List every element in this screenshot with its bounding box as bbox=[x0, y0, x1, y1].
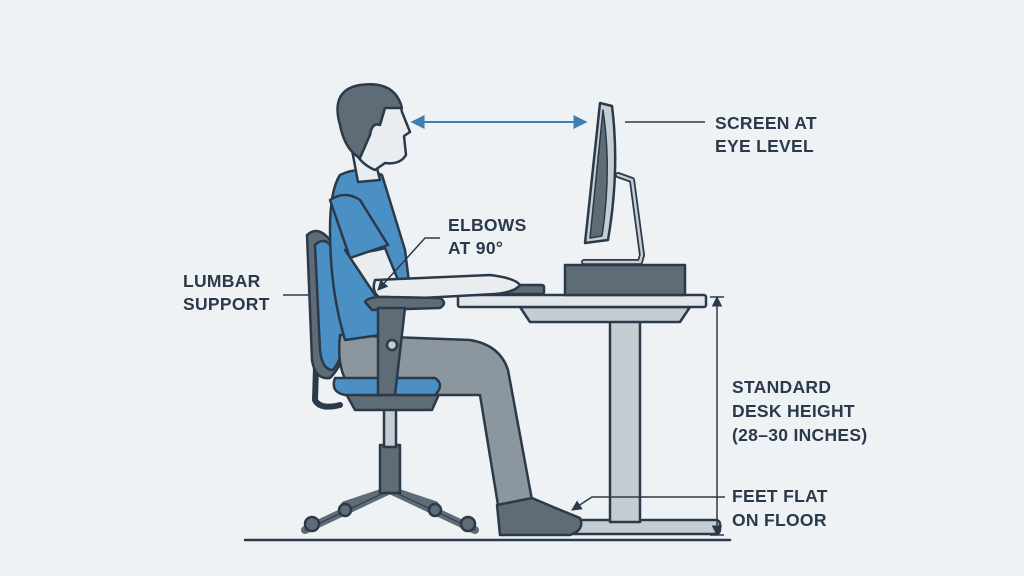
label-line: STANDARD bbox=[732, 377, 831, 397]
label-screen-at-eye-level: SCREEN AT EYE LEVEL bbox=[715, 113, 817, 156]
label-line: (28–30 INCHES) bbox=[732, 425, 868, 445]
elbows-leader-line bbox=[377, 237, 440, 291]
label-line: SCREEN AT bbox=[715, 113, 817, 133]
label-line: ON FLOOR bbox=[732, 510, 827, 530]
feet-leader-line bbox=[571, 496, 725, 511]
label-line: AT 90° bbox=[448, 238, 503, 258]
label-feet-flat: FEET FLAT ON FLOOR bbox=[732, 486, 828, 530]
label-line: EYE LEVEL bbox=[715, 136, 814, 156]
seated-person bbox=[328, 83, 583, 537]
label-line: LUMBAR bbox=[183, 271, 261, 291]
label-desk-height: STANDARD DESK HEIGHT (28–30 INCHES) bbox=[732, 377, 868, 445]
label-line: DESK HEIGHT bbox=[732, 401, 855, 421]
label-line: SUPPORT bbox=[183, 294, 270, 314]
label-line: ELBOWS bbox=[448, 215, 527, 235]
monitor bbox=[563, 101, 687, 297]
label-elbows-at-90: ELBOWS AT 90° bbox=[448, 215, 527, 258]
label-line: FEET FLAT bbox=[732, 486, 828, 506]
desk-height-dimension bbox=[710, 295, 724, 537]
label-lumbar-support: LUMBAR SUPPORT bbox=[183, 271, 270, 314]
